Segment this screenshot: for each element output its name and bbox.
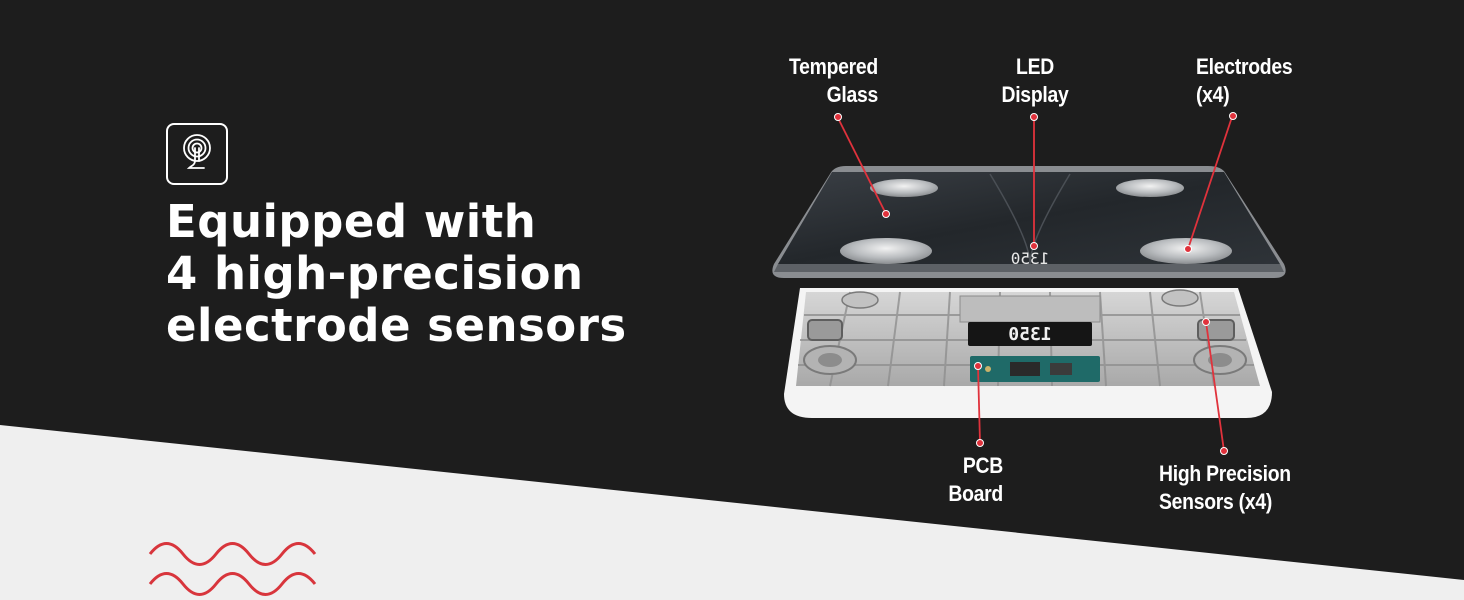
leader-dot-electrodes-end <box>1184 245 1192 253</box>
leader-dot-led-end <box>1030 242 1038 250</box>
callout-tempered-glass-line-2: Glass <box>826 82 879 107</box>
leader-dot-pcb-start <box>974 362 982 370</box>
callout-tempered-glass: Tempered Glass <box>764 53 878 109</box>
feature-icon-frame <box>166 123 228 185</box>
headline-line-1: Equipped with <box>166 195 537 248</box>
leader-dot-sensors-start <box>1202 318 1210 326</box>
headline-line-3: electrode sensors <box>166 299 627 352</box>
leader-dot-glass-end <box>882 210 890 218</box>
callout-sensors-line-2: Sensors (x4) <box>1159 489 1273 514</box>
callout-pcb-board-line-2: Board <box>948 481 1003 506</box>
wave-lines-icon <box>148 542 317 596</box>
leader-dot-electrodes-start <box>1229 112 1237 120</box>
callout-tempered-glass-line-1: Tempered <box>789 54 878 79</box>
scale-base <box>784 288 1272 418</box>
scale-exploded-illustration: 1350 1350 <box>772 166 1286 418</box>
leader-line-pcb <box>977 365 981 444</box>
callout-electrodes-line-2: (x4) <box>1196 82 1230 107</box>
headline-line-2: 4 high-precision <box>166 247 584 300</box>
callout-sensors-line-1: High Precision <box>1159 461 1291 486</box>
scale-glass-top <box>772 166 1286 278</box>
callout-electrodes: Electrodes (x4) <box>1196 53 1319 109</box>
callout-pcb-board-line-1: PCB <box>962 453 1003 478</box>
callout-pcb-board: PCB Board <box>939 452 1003 508</box>
leader-dot-pcb-end <box>976 439 984 447</box>
leader-line-glass <box>837 117 887 215</box>
callout-led-display-line-2: Display <box>1001 82 1069 107</box>
leader-dot-glass-start <box>834 113 842 121</box>
callout-electrodes-line-1: Electrodes <box>1196 54 1293 79</box>
touch-sensor-icon <box>183 134 211 169</box>
leader-dot-led-start <box>1030 113 1038 121</box>
callout-high-precision-sensors: High Precision Sensors (x4) <box>1159 460 1326 516</box>
leader-dot-sensors-end <box>1220 447 1228 455</box>
base-display-reading: 1350 <box>1008 324 1051 345</box>
headline: Equipped with 4 high-precision electrode… <box>166 196 686 352</box>
callout-led-display: LED Display <box>995 53 1074 109</box>
leader-line-sensors <box>1205 321 1225 452</box>
callout-led-display-line-1: LED <box>1016 54 1054 79</box>
top-display-reading: 1350 <box>1011 249 1050 268</box>
leader-line-electrodes <box>1187 116 1233 250</box>
